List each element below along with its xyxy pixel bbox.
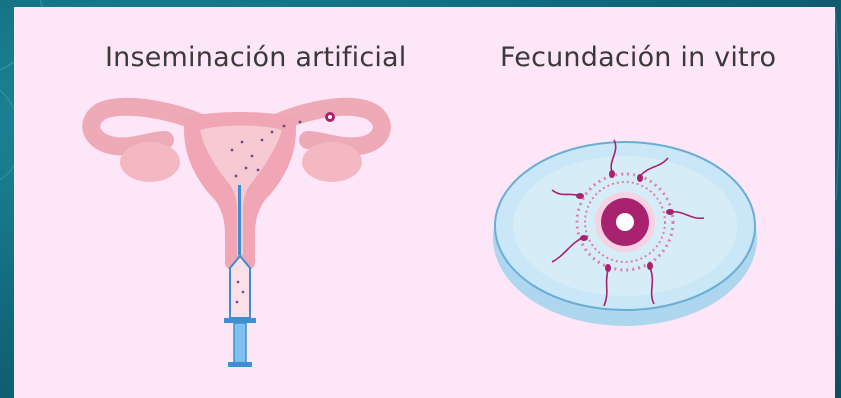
petri-dish-illustration xyxy=(0,0,841,398)
